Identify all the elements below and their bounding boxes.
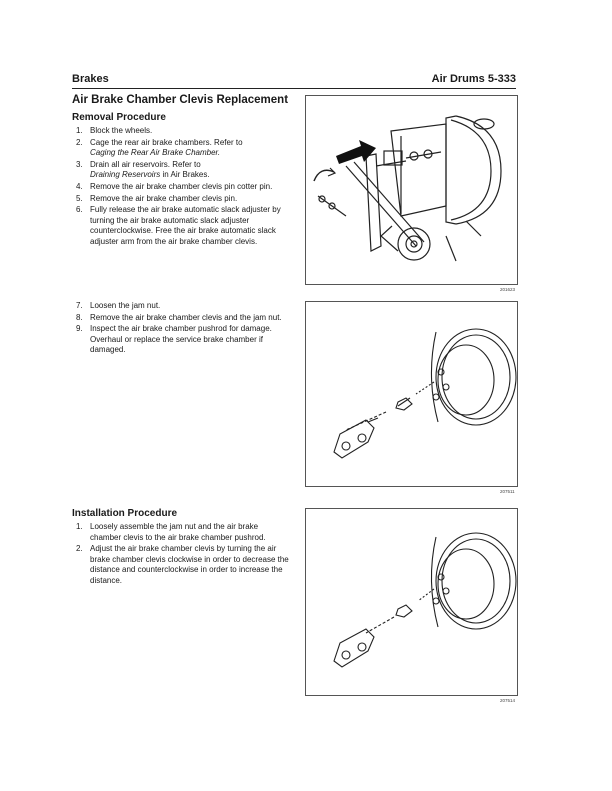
list-item: 1.Loosely assemble the jam nut and the a… [76, 522, 266, 542]
list-item: 7.Loosen the jam nut. [76, 301, 161, 310]
figure-id: 201623 [500, 287, 516, 292]
slack-adjuster-illustration [313, 115, 502, 262]
page-number: Air Drums 5-333 [431, 73, 516, 85]
removal-steps-list-continued: 7.Loosen the jam nut. 8.Remove the air b… [76, 301, 291, 357]
installation-steps-list: 1.Loosely assemble the jam nut and the a… [76, 522, 291, 588]
header-rule [72, 88, 516, 89]
installation-heading: Installation Procedure [72, 508, 178, 519]
removal-heading: Removal Procedure [72, 112, 166, 123]
list-item: 9.Inspect the air brake chamber pushrod … [76, 324, 272, 355]
list-item: 8.Remove the air brake chamber clevis an… [76, 312, 282, 322]
clevis-removal-illustration [333, 328, 517, 459]
list-item: 5.Remove the air brake chamber clevis pi… [76, 193, 238, 203]
list-item: 2.Adjust the air brake chamber clevis by… [76, 544, 289, 585]
list-item: 4.Remove the air brake chamber clevis pi… [76, 181, 273, 191]
figure-slack-adjuster [305, 95, 518, 285]
clevis-installation-illustration [333, 532, 517, 668]
figure-id: 207514 [500, 698, 516, 703]
figure-id: 207511 [500, 489, 515, 494]
list-item: 6.Fully release the air brake automatic … [76, 205, 281, 246]
list-item: 2.Cage the rear air brake chambers. Refe… [76, 137, 243, 158]
figure-clevis-installation [305, 508, 518, 696]
removal-steps-list: 1.Block the wheels. 2.Cage the rear air … [76, 126, 291, 249]
figure-clevis-removal [305, 301, 518, 487]
section-header: Brakes [72, 73, 109, 85]
list-item: 1.Block the wheels. [76, 126, 153, 135]
page-title: Air Brake Chamber Clevis Replacement [72, 94, 289, 106]
